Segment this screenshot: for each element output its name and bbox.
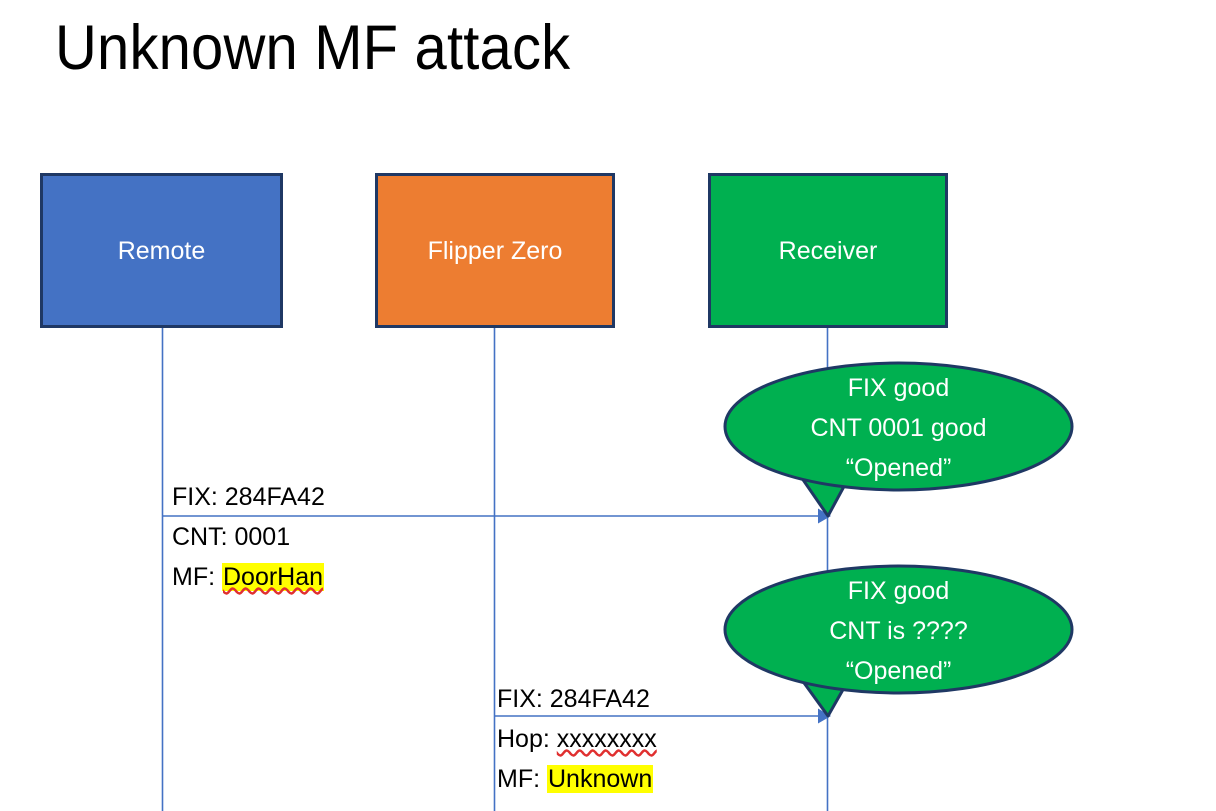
message-line-hop: Hop: xxxxxxxx [497,719,657,759]
bubble-line-cnt: CNT 0001 good [810,414,987,442]
message-line-mf-value: Unknown [547,765,654,793]
actor-label-flipper-zero: Flipper Zero [427,236,563,265]
message-arrow-flipper-to-receiver [495,708,831,724]
actor-label-remote: Remote [117,236,206,265]
bubble-line-status: “Opened” [845,454,952,482]
page-title: Unknown MF attack [55,13,571,83]
message-line-mf-label: MF: [497,765,547,793]
message-line-mf-label: MF: [172,563,222,591]
message-line-cnt: CNT: 0001 [172,523,291,551]
message-line-mf: MF: DoorHan [172,557,325,597]
actor-box-flipper-zero[interactable]: Flipper Zero [375,173,615,328]
message-line-hop-value: xxxxxxxx [556,725,657,753]
message-line-fix: FIX: 284FA42 [497,685,650,713]
message-label-flipper-to-receiver: FIX: 284FA42 Hop: xxxxxxxx MF: Unknown [497,679,657,799]
message-line-hop-label: Hop: [497,725,557,753]
message-line-mf-value: DoorHan [222,563,325,591]
bubble-line-cnt: CNT is ???? [829,617,968,645]
message-line-mf: MF: Unknown [497,759,657,799]
callout-bubble-first-reception-shape [723,361,1074,518]
callout-bubble-first-reception-text: FIX good CNT 0001 good “Opened” [725,368,1072,488]
bubble-line-fix: FIX good [847,374,950,402]
bubble-line-status: “Opened” [845,657,952,685]
actor-box-remote[interactable]: Remote [40,173,283,328]
message-label-remote-to-receiver: FIX: 284FA42 CNT: 0001 MF: DoorHan [172,477,325,597]
bubble-line-fix: FIX good [847,577,950,605]
message-line-fix: FIX: 284FA42 [172,483,325,511]
actor-box-receiver[interactable]: Receiver [708,173,948,328]
actor-label-receiver: Receiver [778,236,878,265]
callout-bubble-second-reception-shape [723,564,1074,718]
message-arrow-remote-to-receiver [163,508,831,524]
callout-bubble-second-reception-text: FIX good CNT is ???? “Opened” [725,571,1072,691]
